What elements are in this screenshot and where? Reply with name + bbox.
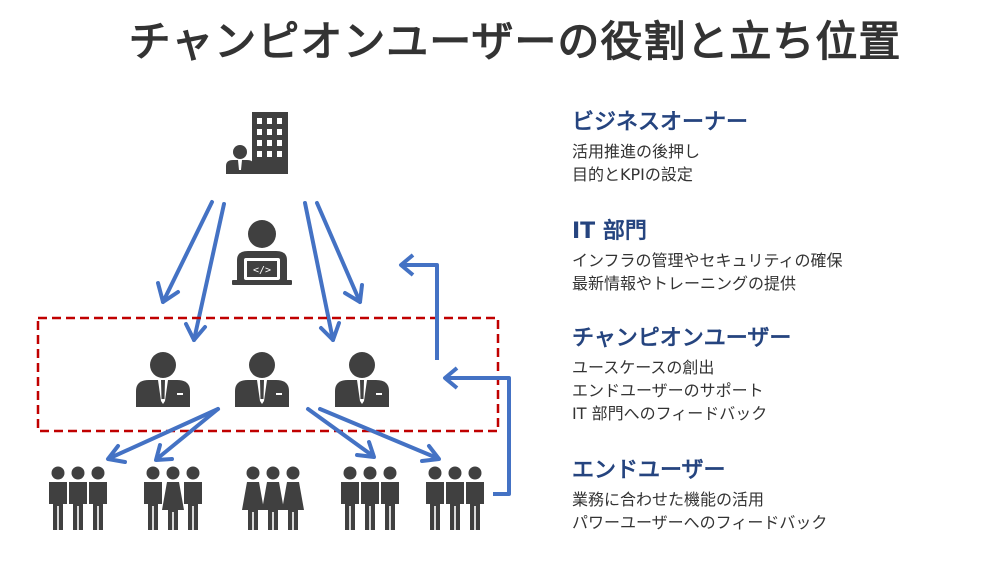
role-description-line: 目的とKPIの設定 bbox=[572, 165, 693, 184]
role-description-line: 最新情報やトレーニングの提供 bbox=[572, 274, 797, 293]
role-end-user: エンドユーザー 業務に合わせた機能の活用 パワーユーザーへのフィードバック bbox=[572, 452, 992, 534]
role-description-line: エンドユーザーのサポート bbox=[572, 381, 764, 400]
role-description-line: 活用推進の後押し bbox=[572, 142, 701, 161]
page-title: チャンピオンユーザーの役割と立ち位置 bbox=[128, 17, 902, 66]
role-description-line: パワーユーザーへのフィードバック bbox=[572, 513, 828, 532]
role-title: エンドユーザー bbox=[572, 458, 726, 483]
role-description-line: 業務に合わせた機能の活用 bbox=[572, 490, 765, 509]
role-business-owner: ビジネスオーナー 活用推進の後押し 目的とKPIの設定 bbox=[572, 104, 992, 186]
arrows-champion bbox=[106, 407, 441, 464]
role-title: ビジネスオーナー bbox=[572, 110, 749, 135]
arrows-owner bbox=[156, 200, 364, 342]
role-title: IT 部門 bbox=[572, 219, 647, 244]
champion-highlight-box bbox=[36, 316, 500, 433]
role-title: チャンピオンユーザー bbox=[572, 326, 792, 351]
role-description-line: インフラの管理やセキュリティの確保 bbox=[572, 251, 843, 270]
role-description-line: IT 部門へのフィードバック bbox=[572, 404, 768, 423]
champion-user-icon bbox=[136, 352, 389, 407]
business-owner-icon bbox=[226, 112, 288, 174]
end-user-group-icon bbox=[49, 466, 484, 530]
role-description-line: ユースケースの創出 bbox=[572, 358, 715, 377]
it-developer-icon bbox=[232, 220, 292, 285]
role-champion-user: チャンピオンユーザー ユースケースの創出 エンドユーザーのサポート IT 部門へ… bbox=[572, 320, 992, 425]
role-it-department: IT 部門 インフラの管理やセキュリティの確保 最新情報やトレーニングの提供 bbox=[572, 213, 992, 295]
feedback-arrows bbox=[399, 253, 511, 496]
